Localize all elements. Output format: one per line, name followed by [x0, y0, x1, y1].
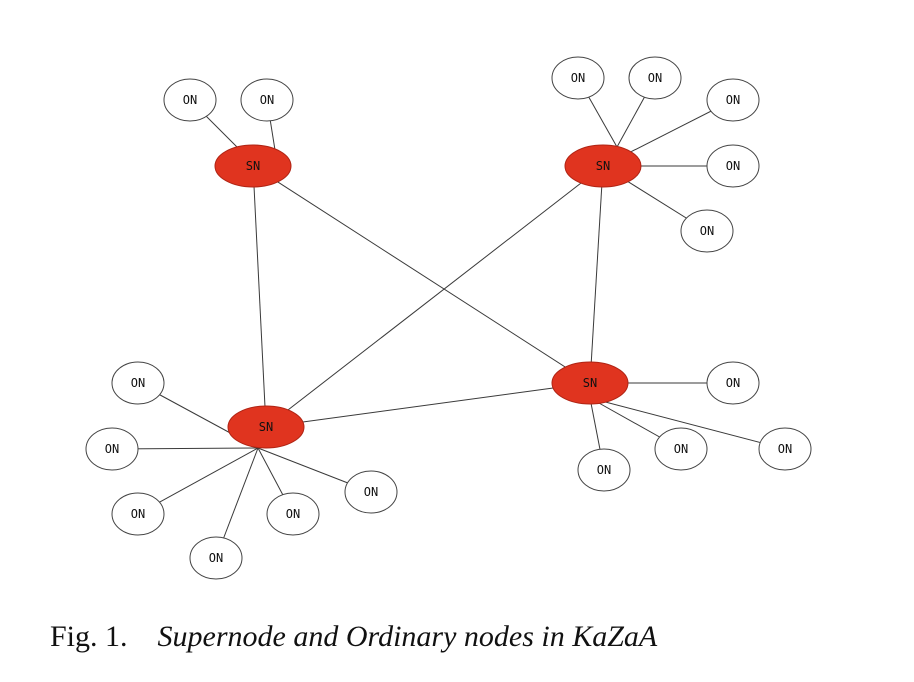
- ordinary-node: ON: [551, 56, 605, 100]
- supernode-link: [265, 165, 604, 428]
- ordinary-node-label: ON: [778, 442, 792, 456]
- supernode-link: [252, 165, 267, 428]
- ordinary-node-shape: [654, 427, 708, 471]
- edges-layer: [111, 77, 786, 559]
- ordinary-node-shape: [85, 427, 139, 471]
- supernode-label: SN: [583, 376, 597, 390]
- ordinary-node-shape: [111, 492, 165, 536]
- ordinary-node-label: ON: [726, 159, 740, 173]
- ordinary-node-shape: [266, 492, 320, 536]
- supernode: SN: [227, 405, 305, 449]
- ordinary-node: ON: [85, 427, 139, 471]
- ordinary-node-shape: [189, 536, 243, 580]
- ordinary-node: ON: [706, 78, 760, 122]
- ordinary-node-label: ON: [260, 93, 274, 107]
- ordinary-node-label: ON: [648, 71, 662, 85]
- ordinary-node-label: ON: [364, 485, 378, 499]
- ordinary-link: [589, 397, 786, 450]
- ordinary-node-label: ON: [674, 442, 688, 456]
- supernode: SN: [551, 361, 629, 405]
- ordinary-node: ON: [344, 470, 398, 514]
- supernode-label: SN: [596, 159, 610, 173]
- caption-text: Supernode and Ordinary nodes in KaZaA: [157, 620, 658, 653]
- ordinary-node-shape: [577, 448, 631, 492]
- ordinary-node: ON: [628, 56, 682, 100]
- figure-number: Fig. 1.: [50, 620, 128, 653]
- ordinary-node-shape: [706, 144, 760, 188]
- ordinary-node-label: ON: [209, 551, 223, 565]
- ordinary-node-label: ON: [700, 224, 714, 238]
- ordinary-node-label: ON: [571, 71, 585, 85]
- supernode-shape: [227, 405, 305, 449]
- ordinary-node: ON: [577, 448, 631, 492]
- supernode-shape: [551, 361, 629, 405]
- ordinary-node-shape: [706, 78, 760, 122]
- ordinary-node: ON: [163, 78, 217, 122]
- ordinary-node: ON: [706, 361, 760, 405]
- ordinary-node: ON: [111, 361, 165, 405]
- ordinary-node: ON: [189, 536, 243, 580]
- ordinary-node: ON: [654, 427, 708, 471]
- ordinary-node-label: ON: [131, 376, 145, 390]
- supernode-link: [265, 382, 591, 428]
- ordinary-node-shape: [628, 56, 682, 100]
- nodes-layer: ON ON ON ON ON ON ON ON ON ON ON ON ON ON ON ON ON SN SN SN…: [85, 56, 812, 580]
- supernode-shape: [214, 144, 292, 188]
- ordinary-node-shape: [758, 427, 812, 471]
- ordinary-node: ON: [240, 78, 294, 122]
- ordinary-node-shape: [344, 470, 398, 514]
- ordinary-node-shape: [240, 78, 294, 122]
- supernode-label: SN: [259, 420, 273, 434]
- supernode-link: [589, 165, 604, 384]
- supernode-link: [252, 165, 591, 384]
- ordinary-node-label: ON: [105, 442, 119, 456]
- ordinary-node: ON: [266, 492, 320, 536]
- ordinary-node-label: ON: [726, 376, 740, 390]
- ordinary-node-shape: [680, 209, 734, 253]
- supernode-shape: [564, 144, 642, 188]
- ordinary-node-label: ON: [726, 93, 740, 107]
- supernode-label: SN: [246, 159, 260, 173]
- ordinary-node-label: ON: [183, 93, 197, 107]
- ordinary-node: ON: [680, 209, 734, 253]
- supernode: SN: [214, 144, 292, 188]
- figure-caption: Fig. 1. Supernode and Ordinary nodes in K…: [50, 620, 657, 654]
- ordinary-node: ON: [758, 427, 812, 471]
- supernode: SN: [564, 144, 642, 188]
- ordinary-node-shape: [551, 56, 605, 100]
- ordinary-node-shape: [163, 78, 217, 122]
- ordinary-node-shape: [111, 361, 165, 405]
- ordinary-node: ON: [111, 492, 165, 536]
- network-diagram: ON ON ON ON ON ON ON ON ON ON ON ON ON ON ON ON ON SN SN SN…: [85, 56, 812, 580]
- ordinary-node-label: ON: [286, 507, 300, 521]
- ordinary-node-label: ON: [131, 507, 145, 521]
- ordinary-node-label: ON: [597, 463, 611, 477]
- ordinary-node: ON: [706, 144, 760, 188]
- ordinary-node-shape: [706, 361, 760, 405]
